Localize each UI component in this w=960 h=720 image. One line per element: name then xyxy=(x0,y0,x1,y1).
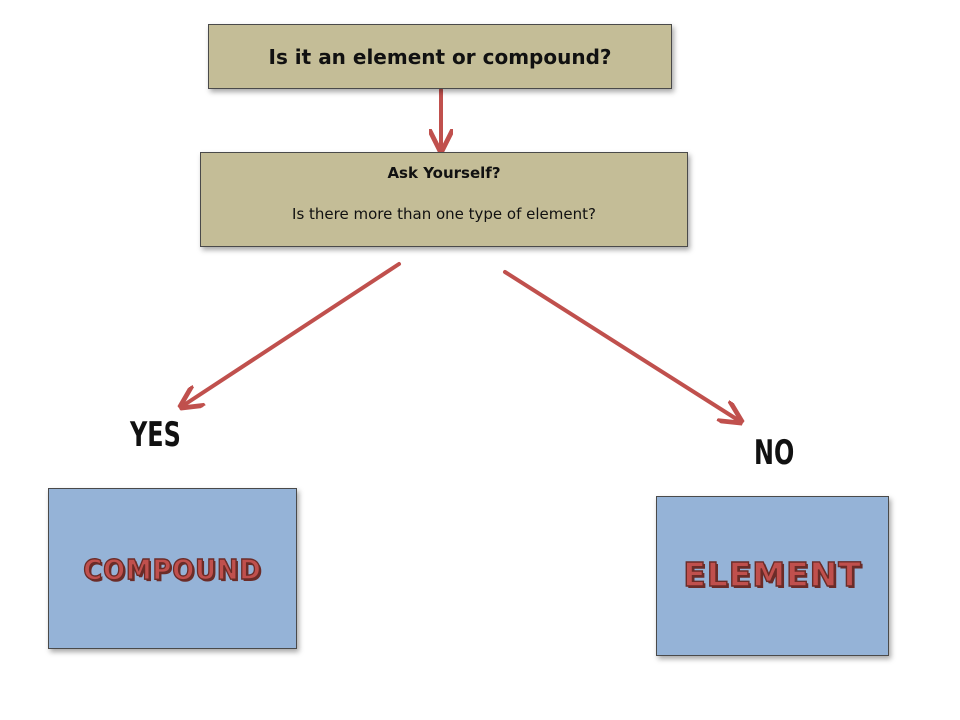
arrow-ask-to-yes xyxy=(184,262,401,405)
element-result-text: ELEMENT xyxy=(682,554,862,594)
yes-label: YES xyxy=(130,415,181,455)
no-label: NO xyxy=(754,433,795,473)
compound-result-text: COMPOUND xyxy=(83,552,262,586)
main-question-box: Is it an element or compound? xyxy=(208,24,672,89)
ask-yourself-box: Ask Yourself? Is there more than one typ… xyxy=(200,152,688,247)
ask-yourself-question: Is there more than one type of element? xyxy=(292,205,596,223)
ask-yourself-heading: Ask Yourself? xyxy=(387,164,501,182)
element-result-box: ELEMENT xyxy=(656,496,889,656)
arrow-ask-to-no xyxy=(503,270,738,420)
main-question-text: Is it an element or compound? xyxy=(268,44,612,69)
compound-result-box: COMPOUND xyxy=(48,488,297,649)
